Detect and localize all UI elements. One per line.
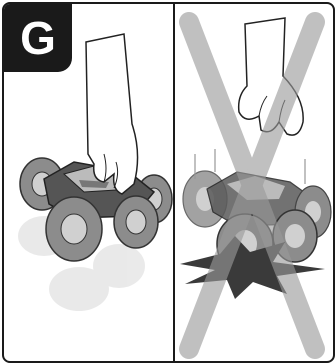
step-badge: G bbox=[4, 4, 72, 72]
hand bbox=[86, 34, 138, 194]
panel-incorrect bbox=[175, 4, 333, 361]
panel-correct: G bbox=[4, 4, 173, 361]
incorrect-illustration bbox=[175, 4, 333, 361]
